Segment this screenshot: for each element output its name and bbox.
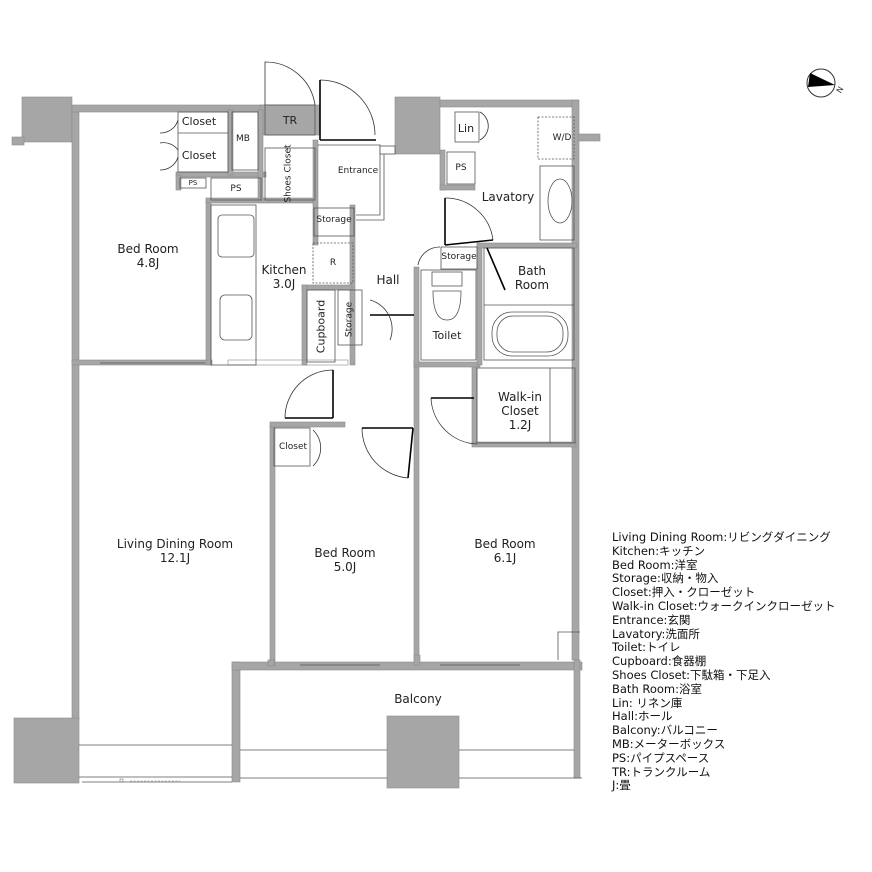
room-name: Walk-in [497,390,542,404]
label-balcony: Balcony [394,692,442,706]
label-ps-small: PS [188,179,198,187]
legend-item: Lavatory:洗面所 [612,626,700,641]
room-name: Bed Room [474,537,536,551]
label-hall: Hall [376,273,400,287]
label-closet-mid: Closet [181,149,217,162]
doors [159,61,506,479]
legend-item: Toilet:トイレ [612,640,681,655]
room-name-2: Room [514,278,550,292]
legend-item: Entrance:玄関 [612,612,691,627]
label-entrance: Entrance [337,166,379,176]
room-size: 1.2J [508,418,532,432]
compass-north-label: N [835,85,846,95]
label-shoes-closet: Shoes Closet [283,144,294,203]
room-size: 12.1J [159,551,191,565]
label-refrigerator: R [329,258,337,268]
label-ps-lavatory: PS [455,163,467,173]
room-label-walk-in-closet: Walk-in Closet 1.2J [480,390,560,432]
room-name: Kitchen [261,263,307,277]
legend-item: Bath Room:浴室 [612,681,703,696]
room-name: Bed Room [314,546,376,560]
legend-item: Bed Room:洋室 [612,557,698,572]
legend-item: Cupboard:食器棚 [612,654,707,669]
legend-item: TR:トランクルーム [612,764,711,779]
legend-item: J:畳 [612,778,631,793]
room-name: Living Dining Room [116,537,234,551]
label-storage-hall: Storage [344,301,355,338]
room-size: 4.8J [136,256,160,270]
legend-item: Hall:ホール [612,709,673,724]
room-label-bed-room-3: Bed Room 6.1J [465,537,545,565]
legend-item: Living Dining Room:リビングダイニング [612,530,831,544]
label-tr: TR [282,114,298,127]
room-label-living-dining: Living Dining Room 12.1J [105,537,245,565]
room-label-bed-room-1: Bed Room 4.8J [108,242,188,270]
room-size: 3.0J [272,277,296,291]
legend: Living Dining Room:リビングダイニング Kitchen:キッチ… [612,530,836,793]
label-closet-bed2: Closet [278,442,308,452]
legend-item: PS:パイプスペース [612,750,710,765]
legend-item: Walk-in Closet:ウォークインクローゼット [612,598,836,613]
legend-item: Closet:押入・クローゼット [612,585,756,600]
room-size: 6.1J [493,551,517,565]
north-arrow-compass-icon: N [806,68,846,98]
label-lavatory: Lavatory [481,190,535,204]
legend-item: Kitchen:キッチン [612,543,706,558]
fixtures [79,104,582,783]
label-cupboard: Cupboard [314,299,328,354]
label-storage-bath: Storage [441,252,477,262]
label-lin: Lin [457,122,475,135]
room-name: Bath [518,264,546,278]
walls [11,96,601,789]
label-mb: MB [236,134,250,144]
legend-item: Lin: リネン庫 [612,695,683,710]
room-label-bed-room-2: Bed Room 5.0J [305,546,385,574]
room-name: Bed Room [117,242,179,256]
room-name-2: Closet [501,404,539,418]
legend-item: Shoes Closet:下駄箱・下足入 [612,667,771,682]
label-ps-kitchen: PS [230,184,242,194]
sliding-window [119,778,180,783]
legend-item: Storage:収納・物入 [612,571,719,586]
legend-item: Balcony:バルコニー [612,723,718,738]
legend-item: MB:メーターボックス [612,736,726,751]
label-closet-top: Closet [181,115,217,128]
room-label-bath-room: Bath Room [500,264,564,292]
label-storage-entrance: Storage [316,215,352,225]
room-size: 5.0J [333,560,357,574]
label-wd: W/D [552,133,572,143]
label-toilet: Toilet [432,329,462,342]
room-label-kitchen: Kitchen 3.0J [250,263,318,291]
